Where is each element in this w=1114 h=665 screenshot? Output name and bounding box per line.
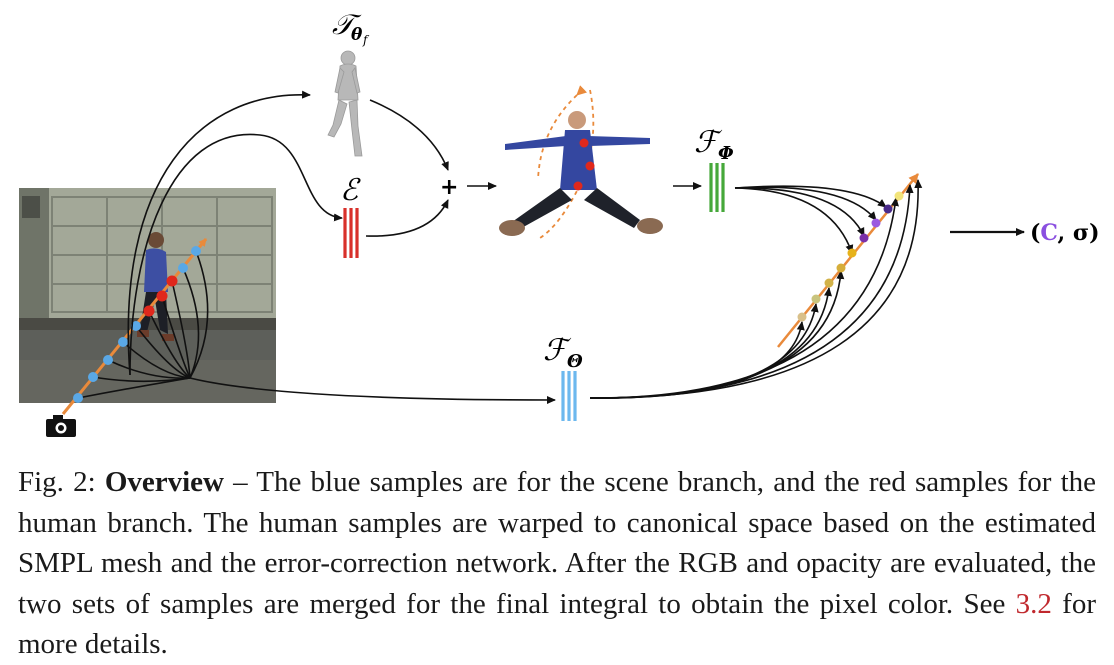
caption-title: Overview [105, 466, 224, 498]
human-net-label-sub: Φ [718, 143, 734, 164]
caption-label: Fig. 2: [18, 466, 96, 498]
merged-sample [848, 249, 857, 258]
scene-sample [191, 246, 201, 256]
scene-sample [73, 393, 83, 403]
canonical-human [499, 90, 663, 238]
scene-sample [103, 355, 113, 365]
scene-network [563, 371, 575, 421]
merged-sample [812, 295, 821, 304]
merged-sample [837, 264, 846, 273]
merged-sample [798, 313, 807, 322]
scene-sample [88, 372, 98, 382]
merged-samples [798, 192, 904, 322]
arrow-template-to-plus [370, 100, 448, 170]
figure-caption: Fig. 2: Overview – The blue samples are … [18, 462, 1096, 665]
scene-net-label-sub: Θ [567, 351, 583, 372]
caption-section-ref-link[interactable]: 3.2 [1016, 588, 1052, 620]
merged-sample [884, 205, 893, 214]
human-sample [157, 291, 168, 302]
merged-sample [895, 192, 904, 201]
input-photo [19, 188, 276, 403]
merged-sample [872, 219, 881, 228]
error-correction-network [345, 208, 357, 258]
camera-icon [46, 415, 76, 437]
template-label-subsub: f [362, 33, 370, 47]
scene-sample [118, 337, 128, 347]
merged-sample [825, 279, 834, 288]
template-label-sub: θ [351, 25, 363, 45]
human-sample [144, 306, 155, 317]
human-network [711, 163, 723, 212]
output-label: (C, σ) [1030, 220, 1100, 246]
error-net-label: ℰ [340, 173, 361, 208]
arrow-error-net-to-plus [366, 200, 448, 236]
human-sample [167, 276, 178, 287]
template-mesh [328, 51, 362, 156]
merged-sample [860, 234, 869, 243]
plus-sign: + [440, 175, 458, 200]
scene-sample [178, 263, 188, 273]
overview-figure: 𝒯 θ f ℰ + ℱ Φ [0, 0, 1114, 445]
